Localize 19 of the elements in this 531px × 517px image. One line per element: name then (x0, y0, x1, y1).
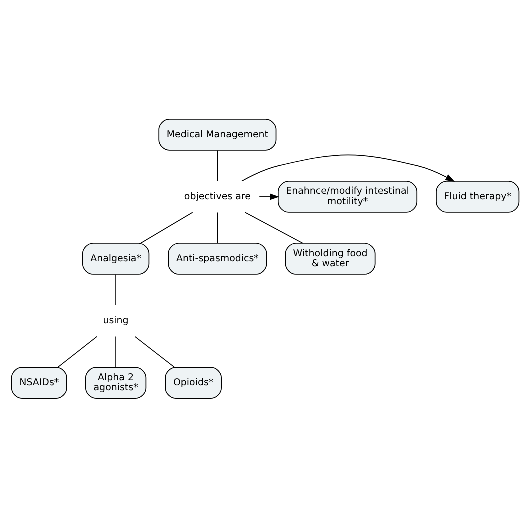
node-text: using (103, 314, 129, 326)
connector (140, 212, 194, 244)
arrow (242, 154, 456, 182)
node-box: Analgesia* (82, 242, 150, 274)
node-box: Opioids* (165, 366, 222, 398)
connector (58, 336, 98, 368)
node-box: NSAIDs* (11, 366, 68, 398)
node-box: Alpha 2 agonists* (85, 366, 147, 398)
connector (244, 212, 304, 244)
connector (217, 150, 218, 182)
connector (217, 212, 218, 244)
node-box: Witholding food & water (285, 242, 376, 274)
node-box: Medical Management (158, 118, 277, 150)
connector (134, 336, 176, 368)
arrow (259, 193, 280, 200)
node-box: Fluid therapy* (436, 180, 520, 212)
node-box: Anti-spasmodics* (168, 242, 268, 274)
node-text: objectives are (184, 190, 251, 202)
node-box: Enahnce/modify intestinal motility* (278, 180, 418, 212)
